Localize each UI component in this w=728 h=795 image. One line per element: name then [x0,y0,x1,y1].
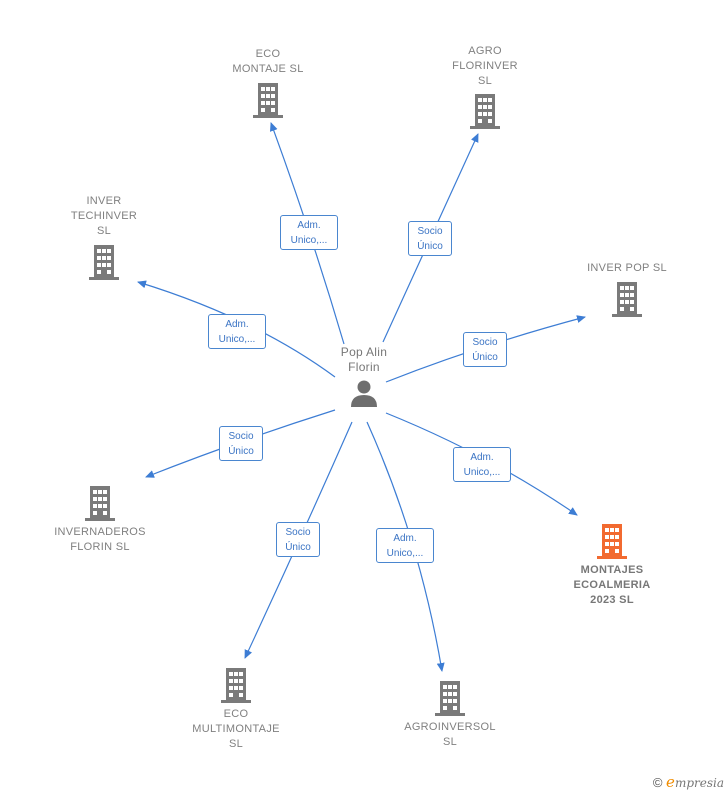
brand-logo: empresia [666,773,724,791]
relation-role: Socio [285,527,311,538]
relation-detail: Unico,... [386,548,424,559]
relation-role: Adm. [393,533,417,544]
relation-detail: Único [417,241,443,252]
building-icon [435,681,465,716]
company-name: ECO MONTAJE SL [232,48,304,75]
relation-detail: Unico,... [218,334,256,345]
relation-detail: Único [228,446,254,457]
relation-detail: Unico,... [290,235,328,246]
footer-brand[interactable]: © empresia [653,773,724,791]
person-icon [351,380,377,407]
building-icon [89,245,119,280]
relation-label-inver-techinver[interactable]: Adm. Unico,... [208,314,266,349]
company-node-agro-florinver[interactable]: AGRO FLORINVER SL [425,44,545,129]
company-name: INVER POP SL [587,262,667,274]
company-name: INVER TECHINVER SL [70,195,138,237]
company-node-eco-multimontaje[interactable]: ECO MULTIMONTAJE SL [176,667,296,752]
person-node[interactable]: Pop Alin Florin [324,345,404,408]
company-name: AGROINVERSOL SL [404,721,496,748]
building-icon [85,486,115,521]
company-node-inver-pop[interactable]: INVER POP SL [567,261,687,317]
company-node-invernaderos-florin[interactable]: INVERNADEROS FLORIN SL [40,485,160,555]
relation-role: Adm. [297,220,321,231]
company-node-agroinversol[interactable]: AGROINVERSOL SL [390,680,510,750]
relation-role: Socio [472,337,498,348]
relation-label-montajes-ecoalmeria[interactable]: Adm. Unico,... [453,447,511,482]
person-name: Pop Alin Florin [340,345,388,374]
relation-label-eco-montaje[interactable]: Adm. Unico,... [280,215,338,250]
relation-role: Socio [228,431,254,442]
company-node-inver-techinver[interactable]: INVER TECHINVER SL [44,194,164,280]
building-icon [221,668,251,703]
relation-label-eco-multimontaje[interactable]: Socio Único [276,522,320,557]
relation-role: Adm. [225,319,249,330]
relation-detail: Unico,... [463,467,501,478]
relation-role: Socio [417,226,443,237]
relation-detail: Único [285,542,311,553]
company-node-montajes-ecoalmeria[interactable]: MONTAJES ECOALMERIA 2023 SL [552,523,672,608]
company-node-eco-montaje[interactable]: ECO MONTAJE SL [208,47,328,118]
relation-label-agro-florinver[interactable]: Socio Único [408,221,452,256]
company-name: ECO MULTIMONTAJE SL [192,708,280,750]
building-icon [253,83,283,118]
building-icon [470,94,500,129]
building-icon [597,524,627,559]
relation-label-agroinversol[interactable]: Adm. Unico,... [376,528,434,563]
building-icon [612,282,642,317]
relation-label-inver-pop[interactable]: Socio Único [463,332,507,367]
relation-detail: Único [472,352,498,363]
relation-label-invernaderos-florin[interactable]: Socio Único [219,426,263,461]
relation-role: Adm. [470,452,494,463]
company-name: AGRO FLORINVER SL [452,45,518,87]
copyright-icon: © [652,775,663,790]
company-name: INVERNADEROS FLORIN SL [54,526,146,553]
company-name: MONTAJES ECOALMERIA 2023 SL [573,564,651,606]
